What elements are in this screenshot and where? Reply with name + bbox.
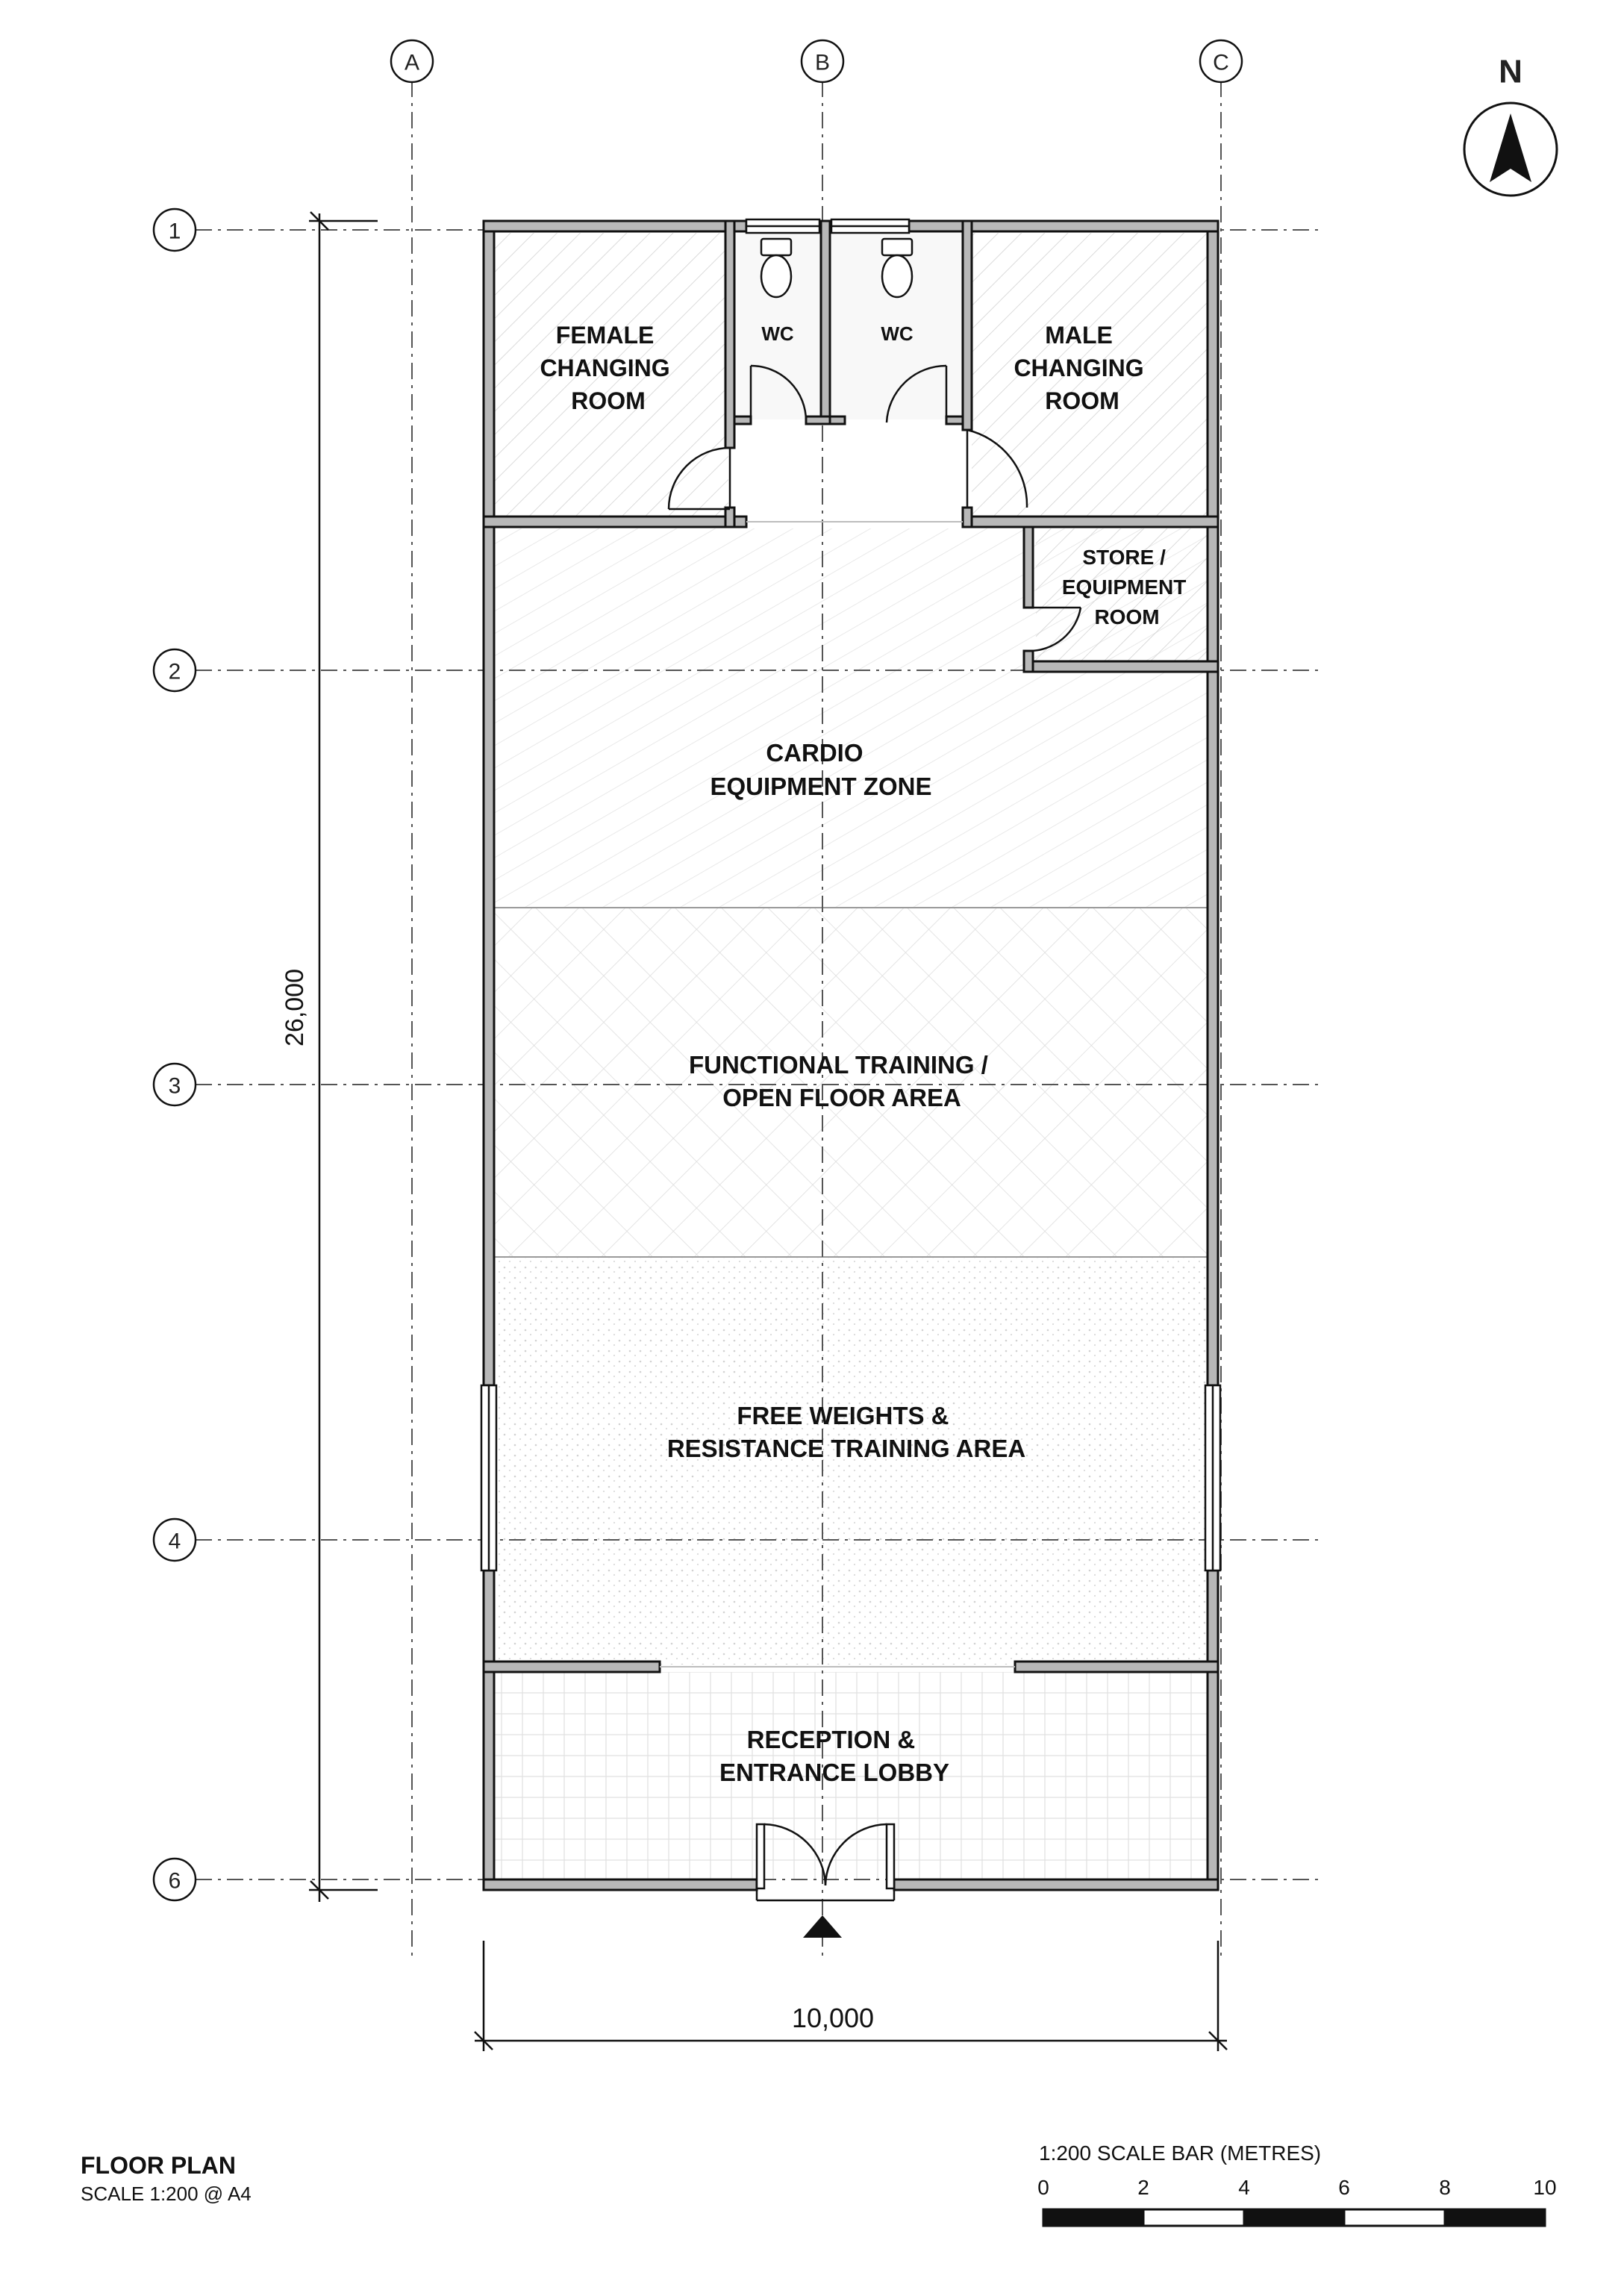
wall-store-south: [1022, 660, 1219, 673]
scale-tick-label: 2: [1137, 2176, 1149, 2199]
door-male-changing: [966, 428, 1028, 508]
wall-north-left: [482, 219, 748, 233]
toilet-icon: [760, 237, 793, 299]
wall-wc-right-south-b: [945, 415, 964, 425]
scale-bar-segments: [1042, 2208, 1546, 2227]
wall-wc-left-south-b: [805, 415, 831, 425]
wall-store-west-stub: [1022, 649, 1034, 673]
grid-bubble-C: C: [1199, 39, 1243, 84]
wall-wc-left-south: [733, 415, 752, 425]
grid-bubble-A: A: [390, 39, 434, 84]
drawing-scale-note: SCALE 1:200 @ A4: [81, 2183, 252, 2205]
north-label: N: [1499, 54, 1522, 90]
wall-wc-male: [961, 219, 973, 431]
wall-female-wc: [724, 219, 736, 449]
wall-west-lower: [482, 1569, 496, 1891]
label-cardio: CARDIO EQUIPMENT ZONE: [710, 739, 931, 800]
label-free-weights: FREE WEIGHTS & RESISTANCE TRAINING AREA: [667, 1402, 1025, 1462]
label-male-changing: MALE CHANGING ROOM: [1014, 322, 1150, 414]
north-arrow: N: [1463, 54, 1558, 197]
functional-fill: [493, 908, 1208, 1257]
window-west: [480, 1384, 498, 1572]
grid-bubble-4: 4: [152, 1517, 197, 1562]
svg-text:4: 4: [169, 1529, 181, 1554]
label-female-changing: FEMALE CHANGING ROOM: [540, 322, 676, 414]
zone-dividers: [494, 907, 1209, 1258]
scale-bar-title: 1:200 SCALE BAR (METRES): [1039, 2141, 1321, 2165]
label-reception: RECEPTION & ENTRANCE LOBBY: [719, 1726, 949, 1786]
opening-lines: [660, 521, 1015, 1668]
svg-text:B: B: [815, 51, 830, 75]
scale-tick-label: 4: [1238, 2176, 1250, 2199]
svg-text:2: 2: [169, 660, 181, 684]
svg-text:6: 6: [169, 1869, 181, 1894]
wall-female-wc-stub: [724, 506, 736, 528]
window-north-left: [745, 218, 821, 234]
wall-south-right: [893, 1878, 1219, 1891]
grid-bubble-2: 2: [152, 648, 197, 693]
grid-bubble-B: B: [800, 39, 845, 84]
door-main-entrance: [755, 1823, 896, 1902]
scale-tick-label: 6: [1338, 2176, 1350, 2199]
doors: [667, 364, 1082, 1902]
wall-wc-male-stub: [961, 506, 973, 528]
window-north-right: [830, 218, 911, 234]
scale-tick-label: 0: [1037, 2176, 1049, 2199]
wall-west-upper: [482, 219, 496, 1387]
drawing-title: FLOOR PLAN: [81, 2152, 236, 2179]
wall-changing-south-right: [961, 515, 1219, 528]
door-female-changing: [667, 446, 731, 511]
reception-fill: [493, 1672, 1208, 1879]
wall-wc-right-south: [828, 415, 846, 425]
scale-tick-label: 10: [1533, 2176, 1556, 2199]
wall-east-upper: [1206, 219, 1219, 1387]
grid-bubble-6: 6: [152, 1857, 197, 1902]
door-store: [1028, 606, 1082, 652]
free-weights-fill: [493, 1257, 1208, 1665]
male-changing-fill: [972, 233, 1208, 517]
room-labels: FEMALE CHANGING ROOM WC WC MALE CHANGING…: [540, 322, 1192, 1786]
wall-north-right: [908, 219, 1219, 233]
toilet-fixtures: [760, 237, 914, 299]
door-wc-right: [885, 364, 948, 423]
dimension-height: 26,000: [281, 969, 309, 1046]
wall-reception-right: [1014, 1660, 1219, 1673]
wall-wc-wc: [819, 219, 831, 424]
scale-bar: 1:200 SCALE BAR (METRES) 0 2 4 6 8 10: [1037, 2141, 1557, 2227]
wall-east-lower: [1206, 1569, 1219, 1891]
window-east: [1204, 1384, 1222, 1572]
label-wc-right: WC: [881, 322, 914, 345]
grid-bubble-1: 1: [152, 208, 197, 252]
wall-reception-left: [482, 1660, 661, 1673]
entrance-arrow-icon: [803, 1915, 842, 1938]
wall-store-west: [1022, 525, 1034, 609]
dimension-width: 10,000: [792, 2003, 874, 2033]
female-changing-fill: [493, 233, 728, 517]
store-fill: [1036, 528, 1208, 663]
north-arrow-icon: [1490, 113, 1531, 182]
label-functional: FUNCTIONAL TRAINING / OPEN FLOOR AREA: [689, 1051, 995, 1111]
dimension-horizontal: [474, 1941, 1228, 2051]
svg-text:3: 3: [169, 1074, 181, 1099]
toilet-icon: [881, 237, 914, 299]
room-fills: [493, 233, 1208, 1879]
label-wc-left: WC: [761, 322, 794, 345]
scale-tick-label: 8: [1439, 2176, 1451, 2199]
windows: [480, 218, 1222, 1572]
door-wc-left: [749, 364, 808, 422]
grid-bubbles: A B C 1 2 3 4 6: [152, 39, 1243, 1902]
svg-text:1: 1: [169, 219, 181, 244]
svg-text:A: A: [405, 51, 419, 75]
svg-text:C: C: [1213, 51, 1229, 75]
grid-bubble-3: 3: [152, 1062, 197, 1107]
wall-south-left: [482, 1878, 758, 1891]
dimension-vertical: [309, 211, 378, 1902]
wall-changing-south-left: [482, 515, 748, 528]
label-store-room: STORE / EQUIPMENT ROOM: [1062, 546, 1192, 628]
